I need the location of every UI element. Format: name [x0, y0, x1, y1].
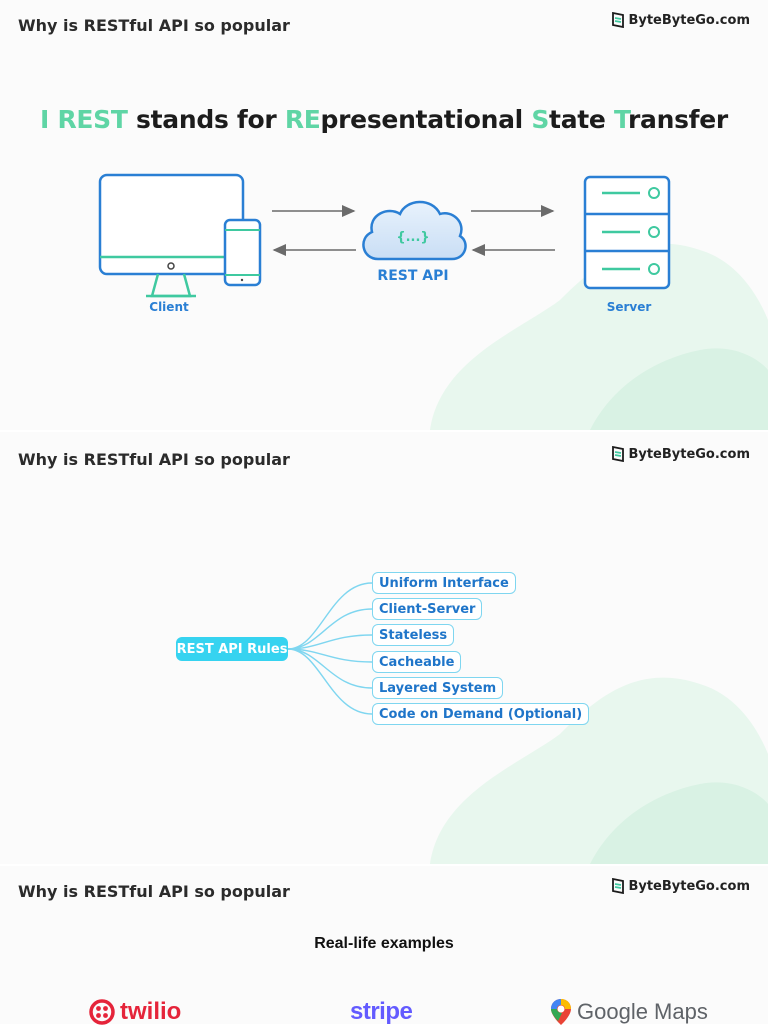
- cloud-symbol: {...}: [396, 230, 429, 245]
- bytebytego-logo: ByteByteGo.com: [611, 446, 750, 462]
- panel-real-life-examples: [0, 866, 768, 1024]
- logo-text: ByteByteGo.com: [628, 12, 750, 28]
- panel-rest-rules: [0, 432, 768, 864]
- panel-title: Why is RESTful API so popular: [18, 882, 290, 901]
- panel-title: Why is RESTful API so popular: [18, 450, 290, 469]
- stripe-wordmark: stripe: [350, 998, 413, 1025]
- rest-headline: I REST stands for REpresentational State…: [40, 105, 728, 134]
- twilio-wordmark: twilio: [120, 998, 182, 1025]
- rest-api-rules-node: REST API Rules: [176, 637, 288, 661]
- rule-cacheable: Cacheable: [372, 651, 462, 673]
- background-blob: [430, 243, 768, 430]
- logo-text: ByteByteGo.com: [628, 446, 750, 462]
- bytebytego-logo-icon: [612, 446, 625, 462]
- real-life-examples-heading: Real-life examples: [314, 935, 454, 952]
- server-icon: [583, 175, 671, 290]
- rule-layered-system: Layered System: [372, 677, 504, 699]
- bytebytego-logo-icon: [612, 12, 625, 28]
- client-server-diagram: Client {...} REST API Server: [98, 173, 671, 314]
- server-label: Server: [607, 300, 652, 314]
- monitor-icon: [98, 173, 245, 298]
- rule-code-on-demand: Code on Demand (Optional): [372, 703, 590, 725]
- twilio-icon: [89, 999, 115, 1025]
- bytebytego-logo: ByteByteGo.com: [611, 878, 750, 894]
- twilio-logo: twilio: [88, 998, 181, 1026]
- phone-icon: [223, 218, 262, 287]
- logo-text: ByteByteGo.com: [628, 878, 750, 894]
- panel-title: Why is RESTful API so popular: [18, 16, 290, 35]
- rest-api-label: REST API: [377, 268, 448, 284]
- google-maps-logo: Google Maps: [550, 998, 708, 1026]
- rule-stateless: Stateless: [372, 624, 455, 646]
- bytebytego-logo-icon: [612, 878, 625, 894]
- stripe-logo: stripe: [350, 998, 413, 1026]
- map-pin-icon: [551, 999, 571, 1025]
- bytebytego-logo: ByteByteGo.com: [611, 12, 750, 28]
- rule-client-server: Client-Server: [372, 598, 483, 620]
- rule-uniform-interface: Uniform Interface: [372, 572, 516, 594]
- google-maps-wordmark: Google Maps: [577, 999, 708, 1024]
- cloud-icon: [362, 200, 467, 261]
- background-blob: [430, 677, 768, 864]
- client-label: Client: [149, 300, 189, 314]
